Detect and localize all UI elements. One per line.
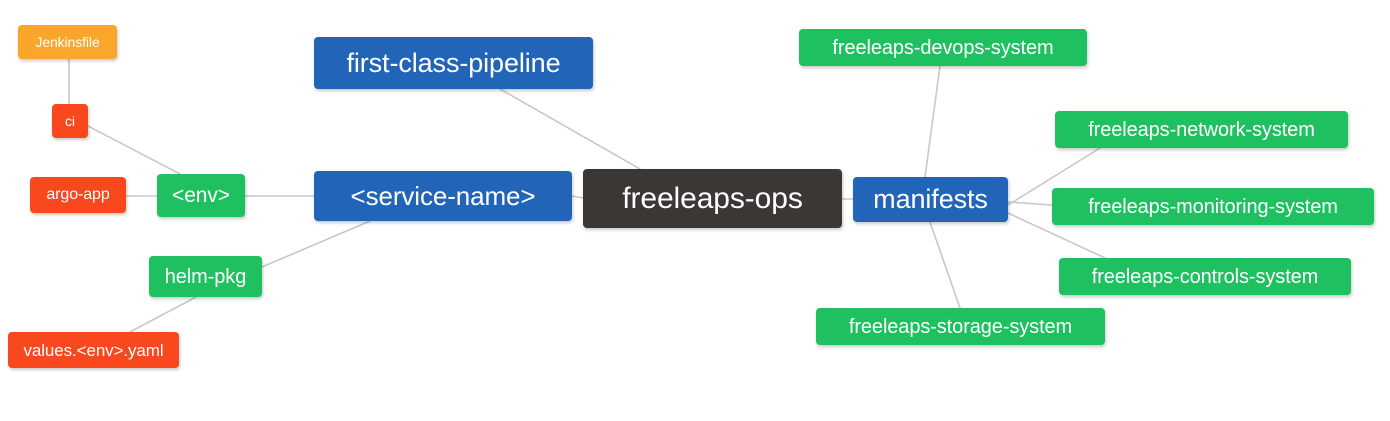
edge-manifests-to-freeleaps-storage-system <box>929 221 961 309</box>
node-jenkinsfile[interactable]: Jenkinsfile <box>18 25 117 59</box>
node-label-jenkinsfile: Jenkinsfile <box>35 34 100 50</box>
node-label-ci: ci <box>65 113 75 129</box>
node-freeleaps-network-system[interactable]: freeleaps-network-system <box>1055 111 1348 148</box>
node-freeleaps-ops[interactable]: freeleaps-ops <box>583 169 842 228</box>
node-label-env: <env> <box>172 184 230 207</box>
node-freeleaps-storage-system[interactable]: freeleaps-storage-system <box>816 308 1105 345</box>
edge-freeleaps-ops-to-first-class-pipeline <box>499 88 641 170</box>
node-freeleaps-controls-system[interactable]: freeleaps-controls-system <box>1059 258 1351 295</box>
node-label-helm-pkg: helm-pkg <box>164 265 247 288</box>
node-label-first-class-pipeline: first-class-pipeline <box>346 47 561 78</box>
node-service-name[interactable]: <service-name> <box>314 171 572 221</box>
edge-freeleaps-ops-to-service-name <box>571 195 584 199</box>
node-label-argo-app: argo-app <box>46 186 110 203</box>
node-helm-pkg[interactable]: helm-pkg <box>149 256 262 297</box>
node-values-env-yaml[interactable]: values.<env>.yaml <box>8 332 179 368</box>
edge-helm-pkg-to-values-env-yaml <box>129 296 197 333</box>
node-first-class-pipeline[interactable]: first-class-pipeline <box>314 37 593 89</box>
node-label-freeleaps-storage-system: freeleaps-storage-system <box>848 315 1073 338</box>
node-freeleaps-monitoring-system[interactable]: freeleaps-monitoring-system <box>1052 188 1374 225</box>
node-ci[interactable]: ci <box>52 104 88 138</box>
node-label-manifests: manifests <box>873 184 988 214</box>
edge-service-name-to-helm-pkg <box>261 220 371 268</box>
node-freeleaps-devops-system[interactable]: freeleaps-devops-system <box>799 29 1087 66</box>
node-label-freeleaps-ops: freeleaps-ops <box>622 181 803 215</box>
node-label-freeleaps-monitoring-system: freeleaps-monitoring-system <box>1088 195 1338 218</box>
edge-env-to-ci <box>87 125 181 175</box>
node-argo-app[interactable]: argo-app <box>30 177 126 213</box>
node-label-freeleaps-network-system: freeleaps-network-system <box>1088 118 1315 141</box>
edge-manifests-to-freeleaps-devops-system <box>924 65 941 178</box>
node-env[interactable]: <env> <box>157 174 245 217</box>
node-label-freeleaps-controls-system: freeleaps-controls-system <box>1091 265 1319 288</box>
node-label-service-name: <service-name> <box>350 181 536 211</box>
node-manifests[interactable]: manifests <box>853 177 1008 222</box>
node-label-freeleaps-devops-system: freeleaps-devops-system <box>832 36 1054 59</box>
edge-manifests-to-freeleaps-monitoring-system <box>1007 201 1053 206</box>
node-label-values-env-yaml: values.<env>.yaml <box>23 340 164 360</box>
